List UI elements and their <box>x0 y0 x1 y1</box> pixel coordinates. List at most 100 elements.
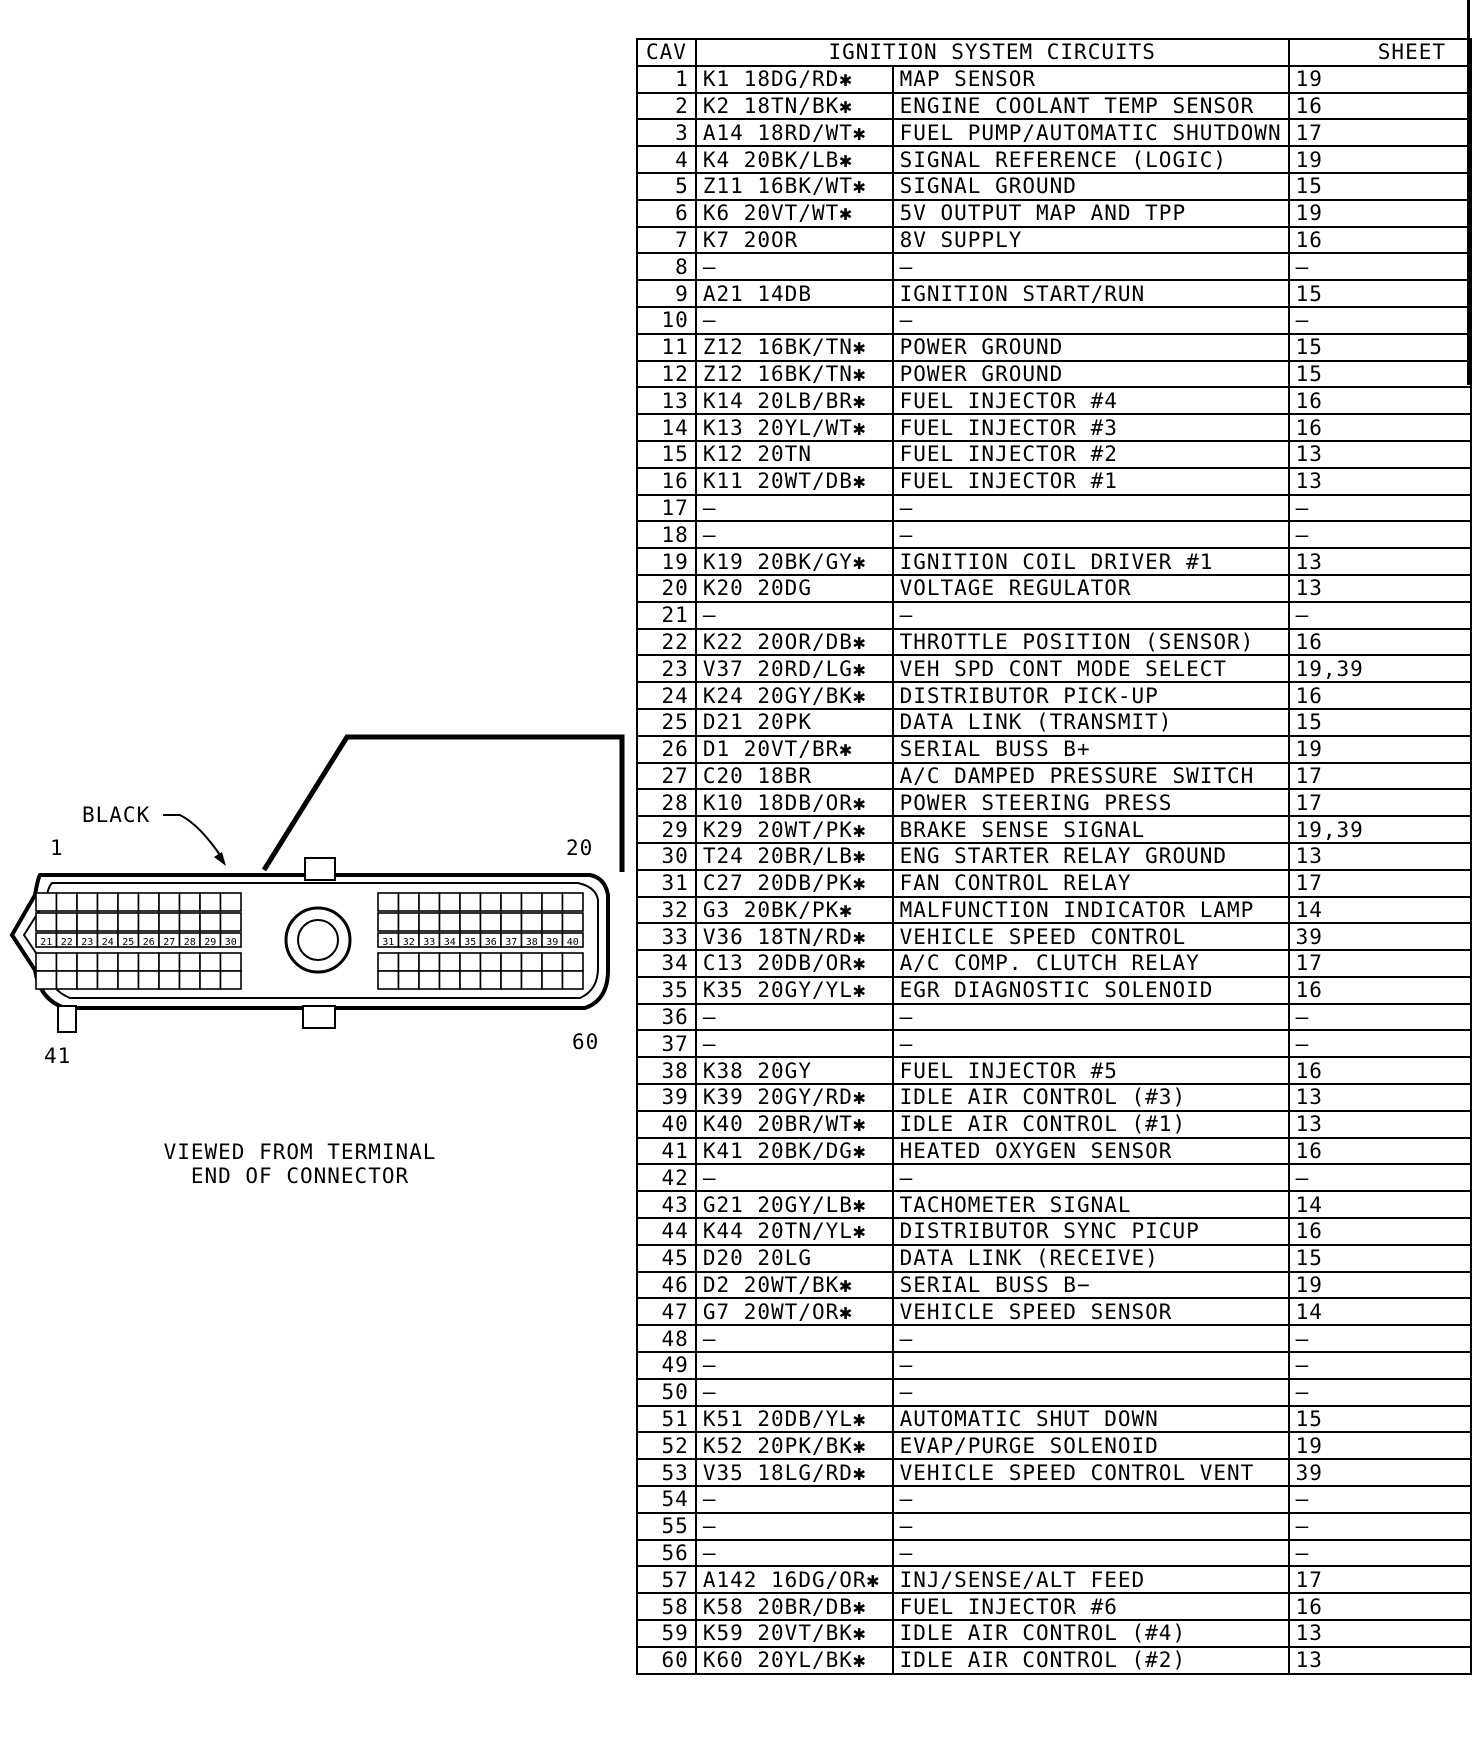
cavity-number-label: 26 <box>143 937 155 948</box>
sheet-cell: 13 <box>1287 1619 1472 1648</box>
cav-cell: 48 <box>636 1324 697 1354</box>
wire-cell: K35 20GY/YL✱ <box>694 975 894 1005</box>
terminal-cavity <box>377 892 400 912</box>
connector-foot-left <box>57 1005 77 1033</box>
function-cell: — <box>891 1351 1290 1380</box>
cav-cell: 33 <box>636 922 697 952</box>
terminal-cavity <box>418 970 441 990</box>
terminal-cavity <box>418 952 441 972</box>
sheet-cell: — <box>1287 493 1472 523</box>
terminal-cavity <box>219 892 242 912</box>
wire-cell: K10 18DB/OR✱ <box>694 788 894 818</box>
cav-cell: 16 <box>636 466 697 496</box>
function-cell: AUTOMATIC SHUT DOWN <box>891 1404 1290 1434</box>
cav-cell: 34 <box>636 949 697 978</box>
function-cell: FUEL INJECTOR #3 <box>891 413 1290 442</box>
wire-cell: — <box>694 1351 894 1380</box>
wire-cell: V35 18LG/RD✱ <box>694 1458 894 1488</box>
pin-label-1: 1 <box>50 836 64 860</box>
terminal-cavity <box>500 892 523 912</box>
cav-cell: 46 <box>636 1270 697 1300</box>
terminal-cavity <box>561 932 584 948</box>
table-row: 10——— <box>636 305 1472 335</box>
cav-cell: 51 <box>636 1404 697 1434</box>
function-cell: — <box>891 1324 1290 1354</box>
terminal-cavity <box>199 892 222 912</box>
function-cell: VOLTAGE REGULATOR <box>891 573 1290 603</box>
wire-cell: Z12 16BK/TN✱ <box>694 332 894 362</box>
sheet-cell: 13 <box>1287 439 1472 469</box>
function-cell: VEHICLE SPEED SENSOR <box>891 1297 1290 1327</box>
sheet-cell: 13 <box>1287 1109 1472 1139</box>
terminal-cavity <box>459 970 482 990</box>
terminal-cavity <box>479 970 502 990</box>
cav-cell: 26 <box>636 734 697 764</box>
terminal-cavity <box>76 952 99 972</box>
terminal-cavity <box>479 912 502 932</box>
cav-cell: 55 <box>636 1511 697 1541</box>
wire-cell: K24 20GY/BK✱ <box>694 681 894 710</box>
sheet-cell: 14 <box>1287 1297 1472 1327</box>
sheet-cell: 14 <box>1287 1190 1472 1220</box>
terminal-cavity <box>178 892 201 912</box>
cavity-number-label: 35 <box>464 937 476 948</box>
sheet-cell: 17 <box>1287 1565 1472 1595</box>
function-cell: 5V OUTPUT MAP AND TPP <box>891 198 1290 228</box>
sheet-cell: 17 <box>1287 118 1472 148</box>
sheet-cell: 17 <box>1287 761 1472 791</box>
terminal-cavity <box>96 970 119 990</box>
sheet-cell: 16 <box>1287 975 1472 1005</box>
cav-cell: 45 <box>636 1243 697 1273</box>
wire-cell: D20 20LG <box>694 1243 894 1273</box>
cav-cell: 42 <box>636 1163 697 1193</box>
wire-cell: K6 20VT/WT✱ <box>694 198 894 228</box>
wire-cell: G3 20BK/PK✱ <box>694 895 894 925</box>
cav-cell: 56 <box>636 1538 697 1568</box>
sheet-cell: 16 <box>1287 1056 1472 1086</box>
terminal-cavity <box>117 912 140 932</box>
cav-cell: 54 <box>636 1485 697 1514</box>
connector-bolt-inner <box>297 919 339 961</box>
connector-latch-top <box>304 857 336 881</box>
black-leader-arrow <box>163 814 223 859</box>
terminal-cavity <box>137 892 160 912</box>
terminal-cavity <box>479 952 502 972</box>
terminal-cavity <box>199 952 222 972</box>
cav-cell: 47 <box>636 1297 697 1327</box>
sheet-cell: — <box>1287 520 1472 550</box>
wire-cell: K14 20LB/BR✱ <box>694 386 894 416</box>
function-cell: — <box>891 1485 1290 1514</box>
cav-cell: 3 <box>636 118 697 148</box>
wire-cell: C13 20DB/OR✱ <box>694 949 894 978</box>
cav-cell: 20 <box>636 573 697 603</box>
function-cell: FUEL INJECTOR #2 <box>891 439 1290 469</box>
function-cell: POWER GROUND <box>891 359 1290 389</box>
terminal-cavity <box>520 892 543 912</box>
wire-cell: K29 20WT/PK✱ <box>694 815 894 844</box>
wire-cell: — <box>694 1377 894 1407</box>
cavity-number-label: 34 <box>444 937 456 948</box>
terminal-cavity <box>55 952 78 972</box>
cav-cell: 27 <box>636 761 697 791</box>
cav-cell: 10 <box>636 305 697 335</box>
terminal-cavity <box>55 912 78 932</box>
cav-cell: 38 <box>636 1056 697 1086</box>
sheet-cell: 19 <box>1287 145 1472 174</box>
wire-cell: K20 20DG <box>694 573 894 603</box>
terminal-cavity <box>35 952 58 972</box>
wire-cell: T24 20BR/LB✱ <box>694 841 894 871</box>
function-cell: POWER STEERING PRESS <box>891 788 1290 818</box>
terminal-cavity <box>459 912 482 932</box>
sheet-cell: 39 <box>1287 1458 1472 1488</box>
cavity-number-label: 33 <box>423 937 435 948</box>
cav-cell: 25 <box>636 707 697 737</box>
